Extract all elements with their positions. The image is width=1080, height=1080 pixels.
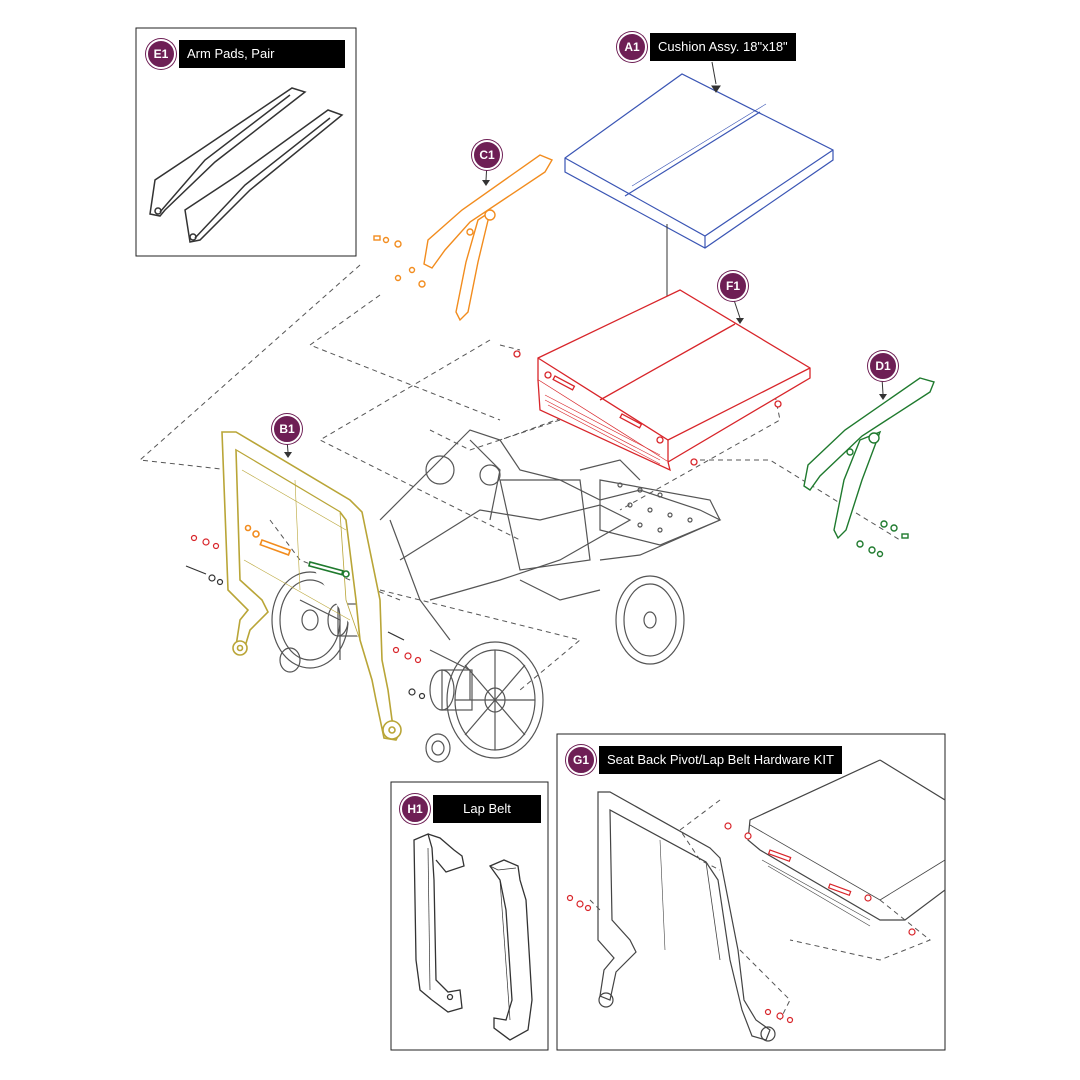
callout-e1: E1 Arm Pads, Pair [146, 39, 345, 69]
callout-g1: G1 Seat Back Pivot/Lap Belt Hardware KIT [566, 745, 842, 775]
callout-h1: H1 Lap Belt [400, 794, 541, 824]
part-code-badge-e1: E1 [146, 39, 176, 69]
part-code-badge-f1: F1 [718, 271, 748, 301]
part-code-badge-d1: D1 [868, 351, 898, 381]
arm-pad-pair-drawing [149, 87, 344, 243]
g1-inset-frame [556, 733, 946, 1051]
wheelchair-frame-drawing [299, 429, 722, 700]
part-code-badge-g1: G1 [566, 745, 596, 775]
part-label-h1: Lap Belt [433, 795, 541, 823]
part-code-badge-a1: A1 [617, 32, 647, 62]
callout-d1: D1 [868, 351, 898, 381]
seat-back-hardware [190, 534, 422, 664]
part-label-e1: Arm Pads, Pair [179, 40, 345, 68]
e1-inset-frame [135, 27, 357, 257]
seat-pan-drawing [513, 289, 811, 472]
right-armrest-drawing [803, 377, 935, 558]
callout-a1: A1 Cushion Assy. 18"x18" [617, 32, 796, 62]
g1-inset-drawing [597, 759, 946, 1042]
front-caster-wheel [279, 575, 685, 763]
part-code-badge-c1: C1 [472, 140, 502, 170]
g1-guide-lines [589, 799, 931, 1021]
cushion-drawing [564, 73, 834, 249]
rear-wheel-right [446, 641, 544, 759]
g1-hardware [566, 822, 916, 1024]
part-code-badge-h1: H1 [400, 794, 430, 824]
lap-belt-drawing [413, 833, 533, 1041]
callout-f1: F1 [718, 271, 748, 301]
h1-inset-frame [390, 781, 549, 1051]
callout-c1: C1 [472, 140, 502, 170]
left-armrest-drawing [373, 154, 554, 322]
callout-b1: B1 [272, 414, 302, 444]
seat-back-drawing [221, 431, 402, 741]
part-code-badge-b1: B1 [272, 414, 302, 444]
part-label-g1: Seat Back Pivot/Lap Belt Hardware KIT [599, 746, 842, 774]
part-label-a1: Cushion Assy. 18"x18" [650, 33, 796, 61]
seat-back-bolts [185, 565, 426, 700]
